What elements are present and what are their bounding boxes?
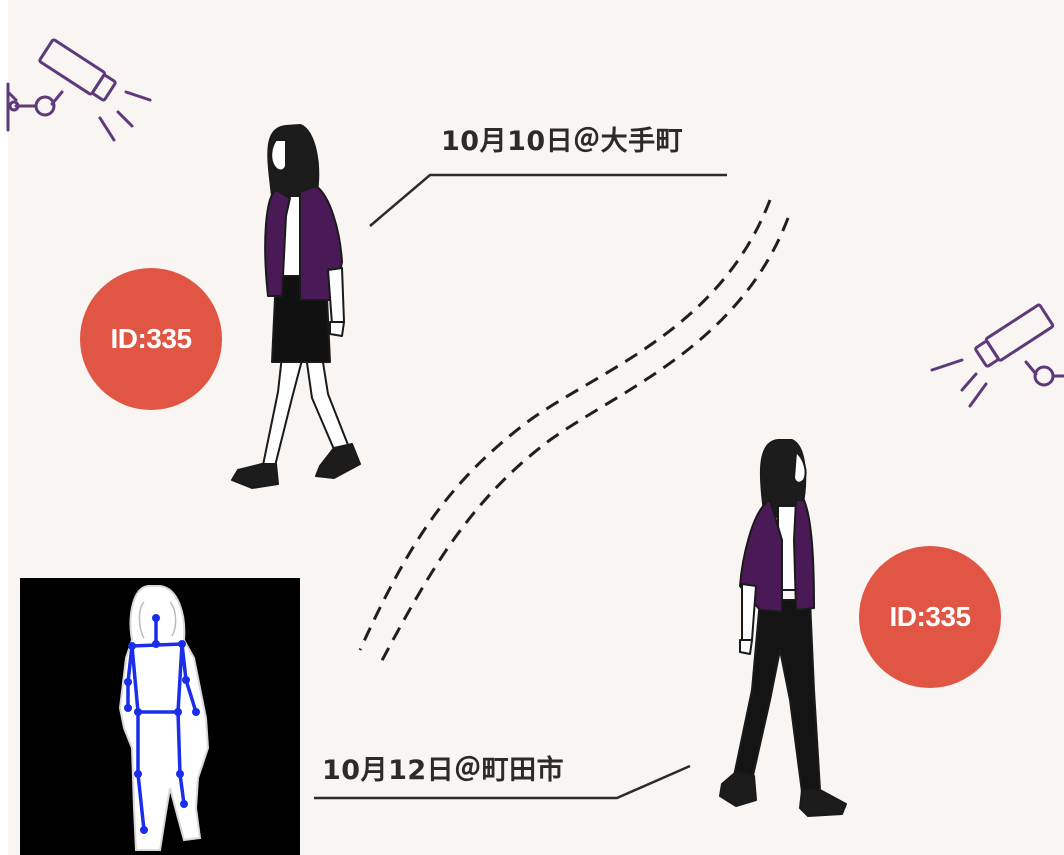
pose-estimation-panel <box>20 578 300 855</box>
security-camera-icon <box>930 303 1064 408</box>
sighting-caption-second: 10月12日＠町田市 <box>322 755 565 786</box>
security-camera-icon <box>6 38 152 142</box>
pose-keypoints <box>124 614 200 834</box>
left-margin <box>0 0 8 855</box>
pose-skeleton <box>126 616 198 832</box>
dashed-route <box>358 199 790 669</box>
person-figure-pants <box>719 439 847 817</box>
person-id-badge: ID:335 <box>80 268 222 410</box>
person-silhouette <box>118 585 210 851</box>
caption-leader-line <box>314 764 691 800</box>
caption-leader-line <box>369 173 727 227</box>
sighting-caption-first: 10月10日＠大手町 <box>441 126 684 157</box>
person-figure-skirt <box>231 124 361 489</box>
pose-skeleton-figure <box>118 585 210 851</box>
person-id-badge: ID:335 <box>859 546 1001 688</box>
